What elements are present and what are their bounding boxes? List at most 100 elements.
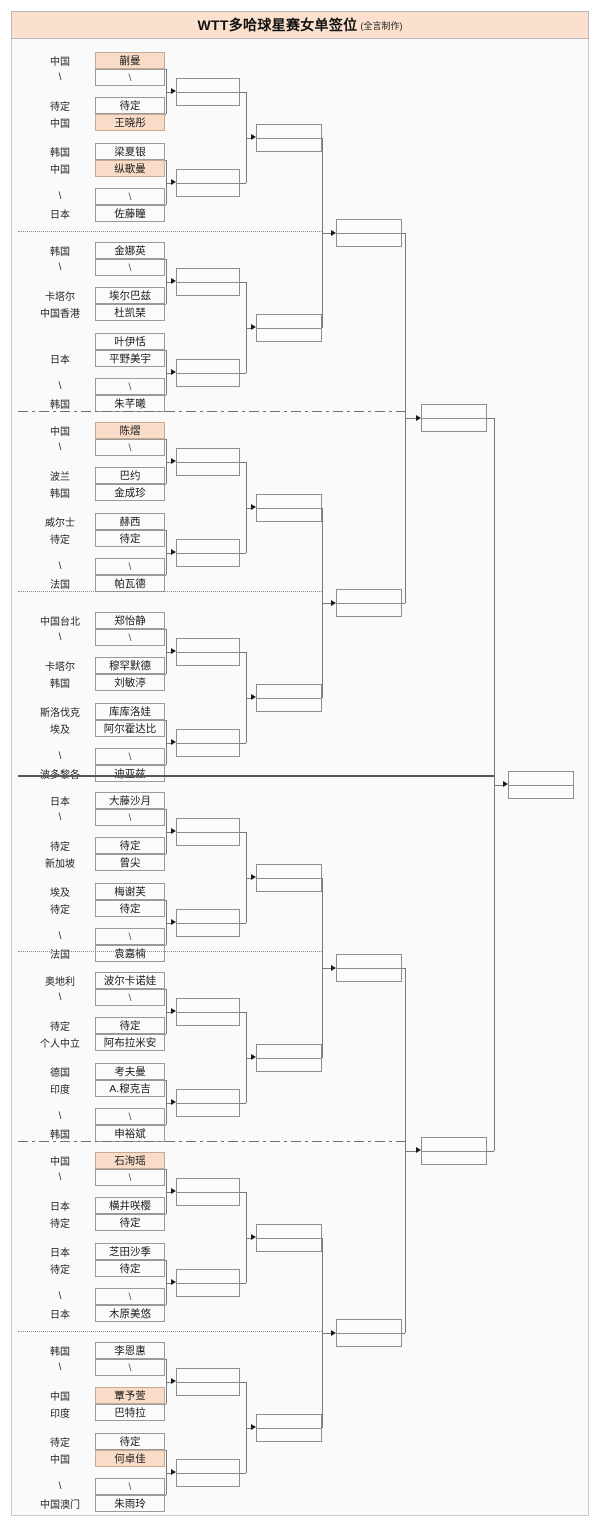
round2-box[interactable] (176, 1178, 240, 1206)
round2-box[interactable] (176, 1269, 240, 1297)
player-slot[interactable]: 待定 (95, 530, 165, 547)
player-slot[interactable]: 佐藤瞳 (95, 205, 165, 222)
round2-box[interactable] (176, 1459, 240, 1487)
player-slot[interactable]: 石洵瑶 (95, 1152, 165, 1169)
player-slot[interactable]: 迪亚兹 (95, 765, 165, 782)
player-slot[interactable]: 梁夏银 (95, 143, 165, 160)
player-slot[interactable]: 待定 (95, 837, 165, 854)
round3-box[interactable] (256, 1414, 322, 1442)
player-slot[interactable]: \ (95, 378, 165, 395)
round3-box[interactable] (256, 1224, 322, 1252)
player-slot[interactable]: 郑怡静 (95, 612, 165, 629)
player-slot[interactable]: 巴约 (95, 467, 165, 484)
player-slot[interactable]: 库库洛娃 (95, 703, 165, 720)
round2-box[interactable] (176, 1368, 240, 1396)
r1-connector (165, 159, 166, 161)
player-slot[interactable]: \ (95, 1169, 165, 1186)
player-slot[interactable]: 袁嘉楠 (95, 945, 165, 962)
round2-box[interactable] (176, 169, 240, 197)
player-slot[interactable]: \ (95, 748, 165, 765)
player-slot[interactable]: 阿尔霍达比 (95, 720, 165, 737)
round4-box[interactable] (336, 589, 402, 617)
player-slot[interactable]: \ (95, 188, 165, 205)
player-slot[interactable]: 木原美悠 (95, 1305, 165, 1322)
player-slot[interactable]: 陈熠 (95, 422, 165, 439)
round2-box[interactable] (176, 638, 240, 666)
player-slot[interactable]: 芝田沙季 (95, 1243, 165, 1260)
round3-box[interactable] (256, 864, 322, 892)
player-slot[interactable]: A.穆克吉 (95, 1080, 165, 1097)
player-slot[interactable]: \ (95, 439, 165, 456)
final-box[interactable] (508, 771, 574, 799)
player-slot[interactable]: 梅谢芙 (95, 883, 165, 900)
player-slot[interactable]: \ (95, 1108, 165, 1125)
player-slot[interactable]: 阿布拉米安 (95, 1034, 165, 1051)
player-slot[interactable]: 待定 (95, 97, 165, 114)
player-slot[interactable]: 大藤沙月 (95, 792, 165, 809)
round2-box[interactable] (176, 359, 240, 387)
player-slot[interactable]: 王晓彤 (95, 114, 165, 131)
player-slot[interactable]: \ (95, 558, 165, 575)
player-slot[interactable]: 李恩惠 (95, 1342, 165, 1359)
round2-box[interactable] (176, 998, 240, 1026)
player-slot[interactable]: 申裕斌 (95, 1125, 165, 1142)
player-slot[interactable]: \ (95, 1478, 165, 1495)
player-slot[interactable]: 赫西 (95, 513, 165, 530)
player-slot[interactable]: 金成珍 (95, 484, 165, 501)
player-slot[interactable]: \ (95, 629, 165, 646)
round2-box[interactable] (176, 448, 240, 476)
player-slot[interactable]: 横井咲樱 (95, 1197, 165, 1214)
player-slot[interactable]: 杜凯琹 (95, 304, 165, 321)
round2-box[interactable] (176, 1089, 240, 1117)
round2-box[interactable] (176, 78, 240, 106)
player-slot[interactable]: \ (95, 989, 165, 1006)
player-slot[interactable]: 纵歌曼 (95, 160, 165, 177)
player-slot[interactable]: 何卓佳 (95, 1450, 165, 1467)
player-slot[interactable]: 待定 (95, 1017, 165, 1034)
player-slot[interactable]: 叶伊恬 (95, 333, 165, 350)
player-slot[interactable]: \ (95, 1288, 165, 1305)
round5-box[interactable] (421, 1137, 487, 1165)
round5-box[interactable] (421, 404, 487, 432)
round3-box[interactable] (256, 684, 322, 712)
round4-box[interactable] (336, 954, 402, 982)
round3-box[interactable] (256, 494, 322, 522)
player-slot[interactable]: 待定 (95, 900, 165, 917)
player-slot[interactable]: 波尔卡诺娃 (95, 972, 165, 989)
player-slot[interactable]: 平野美宇 (95, 350, 165, 367)
player-slot[interactable]: 穆罕默德 (95, 657, 165, 674)
player-slot[interactable]: 朱芊曦 (95, 395, 165, 412)
player-slot[interactable]: 埃尔巴兹 (95, 287, 165, 304)
round2-box[interactable] (176, 729, 240, 757)
player-slot[interactable]: 蒯曼 (95, 52, 165, 69)
player-slot[interactable]: 巴特拉 (95, 1404, 165, 1421)
player-slot[interactable]: 考夫曼 (95, 1063, 165, 1080)
r1-connector (166, 68, 167, 114)
round3-box[interactable] (256, 1044, 322, 1072)
round2-box[interactable] (176, 909, 240, 937)
player-slot[interactable]: 金娜英 (95, 242, 165, 259)
player-slot[interactable]: 待定 (95, 1214, 165, 1231)
player-slot[interactable]: \ (95, 809, 165, 826)
player-slot[interactable]: 刘敏渟 (95, 674, 165, 691)
round3-box[interactable] (256, 314, 322, 342)
player-slot[interactable]: \ (95, 1359, 165, 1376)
round2-box[interactable] (176, 539, 240, 567)
player-slot[interactable]: \ (95, 69, 165, 86)
country-label: 待定 (50, 102, 70, 113)
country-label: 印度 (50, 1085, 70, 1096)
player-slot[interactable]: \ (95, 928, 165, 945)
box-divider (177, 652, 239, 653)
round4-box[interactable] (336, 219, 402, 247)
player-slot[interactable]: 待定 (95, 1433, 165, 1450)
player-slot[interactable]: 覃予萱 (95, 1387, 165, 1404)
player-slot[interactable]: 朱雨玲 (95, 1495, 165, 1512)
round2-box[interactable] (176, 818, 240, 846)
player-slot[interactable]: 待定 (95, 1260, 165, 1277)
round4-box[interactable] (336, 1319, 402, 1347)
player-slot[interactable]: 曾尖 (95, 854, 165, 871)
player-slot[interactable]: 帕瓦德 (95, 575, 165, 592)
round3-box[interactable] (256, 124, 322, 152)
player-slot[interactable]: \ (95, 259, 165, 276)
round2-box[interactable] (176, 268, 240, 296)
